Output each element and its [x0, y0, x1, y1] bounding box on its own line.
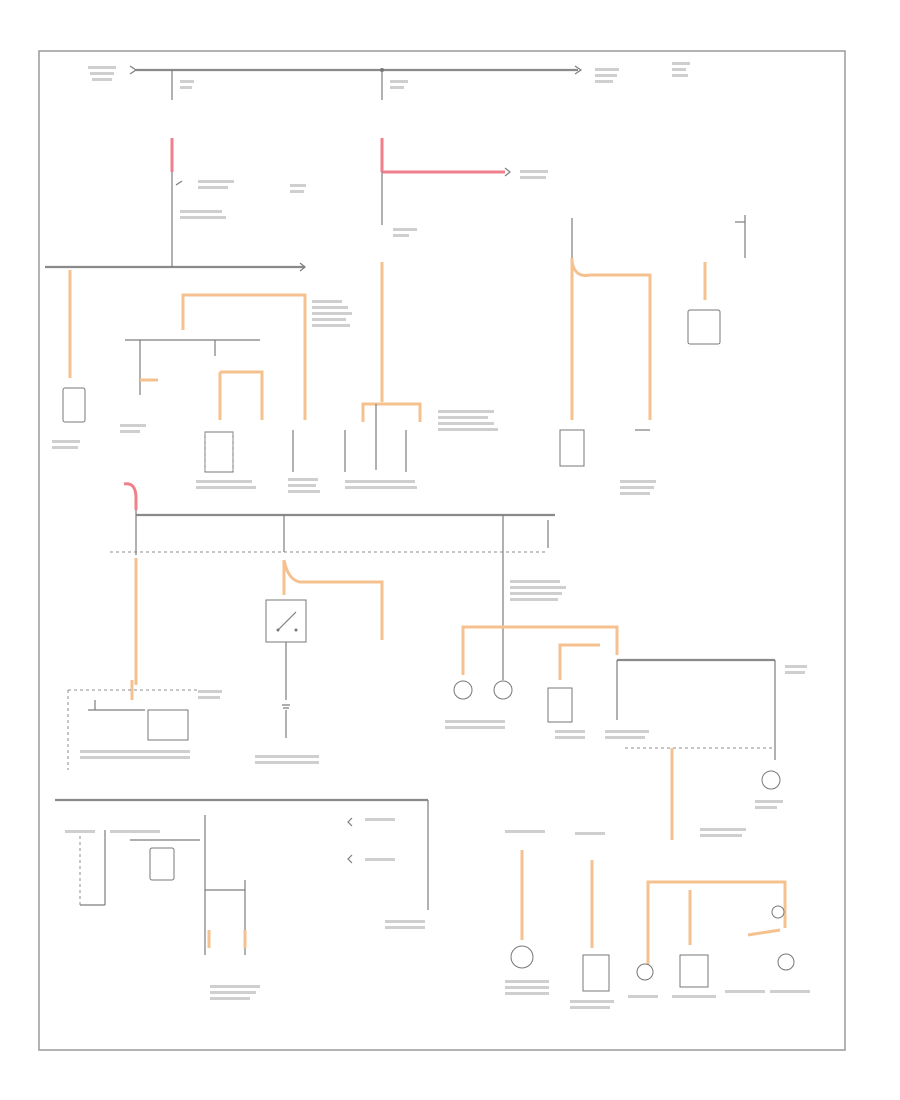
- lamp-icon: [453, 680, 473, 700]
- left-relay-block: [67, 558, 200, 770]
- lamp-icon: [777, 953, 795, 971]
- label-blocks: [52, 62, 810, 1009]
- lower-right-lamps: [510, 850, 795, 992]
- top-power-bus: [129, 65, 583, 100]
- right-lamp-branches: [453, 560, 781, 840]
- splice-dot-icon: [380, 68, 384, 72]
- lower-left-bus: [55, 798, 429, 955]
- center-switch-circuit: [265, 559, 384, 738]
- right-top-circuits: [559, 215, 746, 467]
- center-fuse-circuit: [361, 138, 511, 470]
- lamp-icon: [761, 770, 781, 790]
- left-fuse-circuit: [45, 138, 306, 272]
- lamp-icon: [493, 680, 513, 700]
- middle-bus: [110, 482, 555, 560]
- lamp-icon: [510, 945, 534, 969]
- lamp-icon: [636, 963, 654, 981]
- lamp-icon: [771, 905, 785, 919]
- diagram-frame: [38, 50, 846, 1051]
- left-harness: [62, 270, 407, 473]
- switch-icon: [277, 611, 297, 631]
